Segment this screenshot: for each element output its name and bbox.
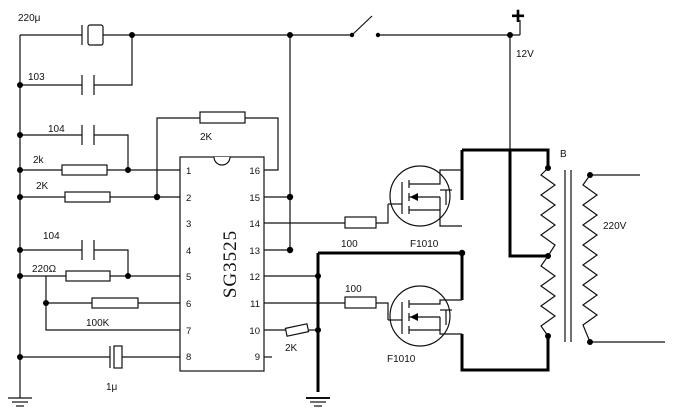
- label-220u: 220μ: [18, 13, 41, 24]
- transformer-core: [564, 170, 572, 342]
- label-220v: 220V: [603, 221, 627, 232]
- capacitor-103: [81, 75, 95, 95]
- label-100-top: 100: [341, 239, 358, 250]
- resistor-2k-pin2: [64, 191, 111, 203]
- label-103: 103: [28, 72, 45, 83]
- mosfet-bottom: [388, 285, 462, 347]
- label-1u: 1μ: [106, 382, 118, 393]
- pin-2: 2: [186, 193, 191, 204]
- resistor-100-gate-top: [344, 216, 377, 229]
- ground-symbol-right: [306, 397, 330, 407]
- resistor-2k-feedback: [199, 111, 246, 124]
- label-f1010-top: F1010: [410, 239, 439, 250]
- mosfet-top: [388, 165, 462, 227]
- ic-sg3525: SG3525: [179, 156, 265, 372]
- resistor-2k-pin1: [61, 164, 108, 176]
- pin-10: 10: [249, 326, 260, 337]
- capacitor-220u: [81, 24, 104, 46]
- pin-5: 5: [186, 272, 191, 283]
- pin-9: 9: [255, 352, 260, 363]
- power-switch: [349, 15, 381, 38]
- pin-1: 1: [186, 166, 191, 177]
- pin-12: 12: [249, 272, 260, 283]
- resistor-100k: [91, 297, 139, 309]
- label-12v: 12V: [516, 49, 534, 60]
- label-2k-feedback: 2K: [200, 132, 213, 143]
- pin-8: 8: [186, 352, 191, 363]
- label-2k-pin10: 2K: [285, 343, 298, 354]
- capacitor-1u: [109, 345, 123, 369]
- transformer-primary: [539, 167, 557, 337]
- pin-7: 7: [186, 326, 191, 337]
- label-transformer-b: B: [560, 149, 567, 160]
- pin-16: 16: [249, 166, 260, 177]
- resistor-220-ohm: [65, 270, 111, 282]
- ic-pin-numbers: 1 2 3 4 5 6 7 8 16 15 14 13 12 11 10 9: [186, 166, 260, 363]
- wires: [19, 20, 665, 398]
- junction-dots: [17, 32, 593, 360]
- resistor-100-gate-bottom: [344, 296, 377, 309]
- capacitor-104-bottom: [81, 240, 95, 260]
- resistor-2k-pin10: [284, 323, 310, 337]
- pin-3: 3: [186, 219, 191, 230]
- label-100-bottom: 100: [345, 284, 362, 295]
- power-wires: [316, 148, 550, 392]
- component-labels: 220μ 103 104 2k 2K 104 220Ω 100K 1μ 2K 1…: [18, 3, 627, 393]
- label-2k-pin2: 2K: [36, 181, 49, 192]
- label-100k: 100K: [86, 318, 110, 329]
- pin-14: 14: [249, 219, 260, 230]
- pin-15: 15: [249, 193, 260, 204]
- label-2k-pin1: 2k: [33, 155, 45, 166]
- capacitor-104-top: [81, 125, 95, 145]
- pin-4: 4: [186, 246, 191, 257]
- ic-label: SG3525: [220, 230, 241, 298]
- label-220-ohm: 220Ω: [32, 264, 57, 275]
- label-104-top: 104: [48, 124, 65, 135]
- ground-symbol-left: [8, 397, 32, 407]
- label-f1010-bottom: F1010: [387, 354, 416, 365]
- supply-plus: +: [511, 3, 525, 30]
- label-104-bottom: 104: [43, 231, 60, 242]
- transformer-secondary: [581, 174, 599, 343]
- pin-11: 11: [250, 299, 260, 310]
- pin-13: 13: [249, 246, 260, 257]
- pin-6: 6: [186, 299, 191, 310]
